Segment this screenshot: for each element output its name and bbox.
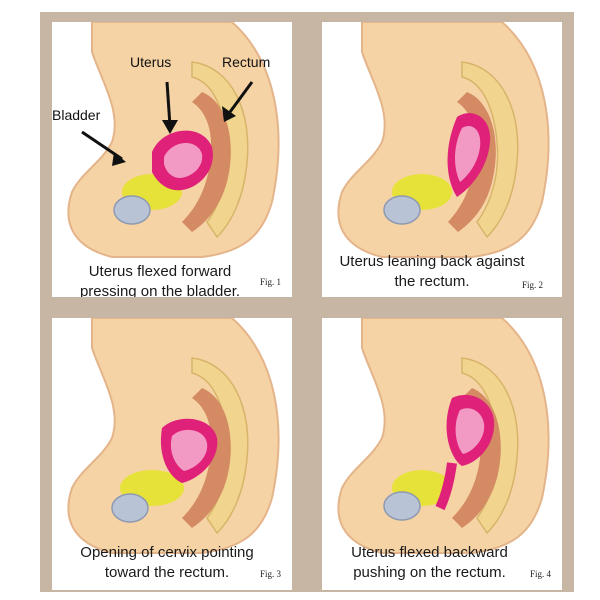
anatomy-diagram-fig-2 xyxy=(337,22,550,258)
arrow-rectum xyxy=(228,81,254,113)
arrowhead-uterus xyxy=(162,120,178,134)
caption-line-1: Opening of cervix pointing xyxy=(80,544,254,561)
caption-line-1: Uterus flexed forward xyxy=(88,263,232,280)
rectum xyxy=(182,92,231,232)
pubic-bone xyxy=(113,195,151,225)
fig-label-2: Fig. 2 xyxy=(522,280,544,290)
anatomy-diagram-fig-1 xyxy=(67,22,280,258)
caption-fig-4: Uterus flexed backward pushing on the re… xyxy=(322,543,537,583)
caption-fig-1: Uterus flexed forward pressing on the bl… xyxy=(60,262,260,297)
anatomy-diagram-fig-3 xyxy=(67,318,280,554)
arrowhead-rectum xyxy=(222,106,236,122)
panel-fig-1: Uterus Rectum Bladder Uterus flexed forw… xyxy=(52,22,292,297)
fig-label-1: Fig. 1 xyxy=(260,277,282,287)
pubic-bone xyxy=(383,491,421,521)
spine-outline xyxy=(461,61,519,239)
uterus-inner xyxy=(170,429,208,471)
uterus-label: Uterus xyxy=(130,54,172,70)
rectum-label: Rectum xyxy=(222,54,271,70)
pubic-bone xyxy=(383,195,421,225)
caption-line-1: Uterus leaning back against xyxy=(339,253,525,270)
caption-line-1: Uterus flexed backward xyxy=(351,544,508,561)
panel-fig-2: Uterus leaning back against the rectum. … xyxy=(322,22,562,297)
caption-fig-2: Uterus leaning back against the rectum. xyxy=(322,252,542,292)
uterus-inner xyxy=(164,143,203,178)
caption-line-2: pressing on the bladder. xyxy=(79,283,241,297)
pubic-bone xyxy=(111,493,149,523)
fig-label-4: Fig. 4 xyxy=(530,569,552,579)
uterus-inner xyxy=(455,408,485,454)
cervix xyxy=(435,462,457,511)
panel-fig-3: Opening of cervix pointing toward the re… xyxy=(52,318,292,590)
uterus-inner xyxy=(455,126,481,182)
bladder-label: Bladder xyxy=(52,107,101,123)
caption-line-2: the rectum. xyxy=(394,273,470,290)
caption-fig-3: Opening of cervix pointing toward the re… xyxy=(52,543,282,583)
arrow-uterus xyxy=(165,81,172,127)
fig-label-3: Fig. 3 xyxy=(260,569,282,579)
rectum xyxy=(182,388,231,528)
caption-line-2: pushing on the rectum. xyxy=(353,564,506,581)
arrowhead-bladder xyxy=(112,152,126,166)
anatomy-diagram-fig-4 xyxy=(337,318,550,554)
panel-fig-4: Uterus flexed backward pushing on the re… xyxy=(322,318,562,590)
caption-line-2: toward the rectum. xyxy=(104,564,230,581)
